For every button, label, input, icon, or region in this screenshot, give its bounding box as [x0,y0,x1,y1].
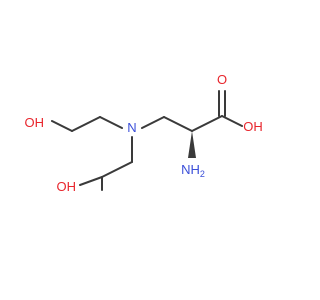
stereo-wedge [188,131,196,158]
atom-oh-bottom: OH [57,179,77,194]
atom-amine: NH2 [181,162,205,179]
bond-c3-c4 [101,161,133,178]
bonds [51,90,243,191]
bond-c-oh [221,115,243,127]
bond-c1-c2 [71,116,101,132]
atom-carbonyl-oxygen: O [217,72,227,87]
bond-o-c1 [51,120,73,132]
atom-nitrogen: N [127,120,136,135]
bond-c4b-o [79,176,103,186]
bond-calpha-ccarboxyl [191,115,223,132]
bond-n-c5 [141,116,165,129]
atom-oh-left: OH [25,115,45,130]
amine-subscript: 2 [200,169,205,179]
atom-acid-oh: OH [243,119,263,134]
bond-c2-n [99,116,123,129]
amine-label: NH [181,162,200,177]
atom-labels: OH OH N NH2 O OH [25,72,263,194]
bond-c5-calpha [163,116,193,132]
structure-diagram: OH OH N NH2 O OH [25,72,263,194]
